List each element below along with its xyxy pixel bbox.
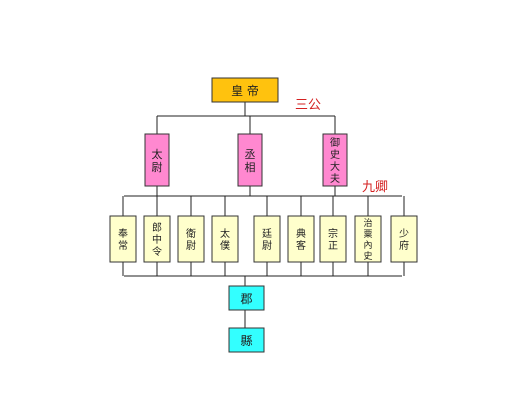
emperor-node: 皇 帝 [211, 77, 279, 103]
three-excellencies-label: 三公 [295, 98, 321, 113]
excellency-label: 丞相 [245, 148, 256, 174]
excellency-label: 太尉 [152, 148, 163, 174]
minister-label: 治粟內史 [363, 217, 372, 262]
excellency-label: 御史大夫 [330, 136, 340, 185]
minister-label: 衛尉 [186, 227, 196, 252]
minister-label: 少府 [399, 228, 409, 252]
minister-label: 宗正 [328, 227, 338, 252]
county-label: 縣 [240, 334, 252, 348]
minister-node: 治粟內史 [354, 215, 382, 263]
minister-label: 太僕 [220, 227, 230, 252]
minister-label: 廷尉 [262, 228, 272, 252]
watermark-text: 悟空问答 [443, 374, 499, 391]
commandery-node: 郡 [228, 285, 265, 311]
watermark: 悟空问答 [417, 353, 499, 391]
minister-node: 衛尉 [177, 215, 205, 263]
connector-minister-rises [122, 262, 405, 276]
excellency-node-yushi-dafu: 御史大夫 [322, 133, 348, 187]
emperor-label: 皇 帝 [231, 83, 259, 98]
chat-bubble-logo-icon [417, 353, 440, 390]
minister-label: 典客 [296, 227, 306, 252]
minister-node: 太僕 [211, 215, 239, 263]
minister-node: 廷尉 [253, 215, 281, 263]
minister-node: 少府 [390, 215, 418, 263]
county-node: 縣 [228, 327, 265, 353]
minister-node: 郎中令 [143, 215, 171, 263]
minister-label: 奉常 [118, 227, 128, 252]
minister-node: 典客 [287, 215, 315, 263]
connector-minister-drops [122, 196, 405, 216]
minister-label: 郎中令 [152, 221, 162, 258]
minister-node: 奉常 [109, 215, 137, 263]
minister-node: 宗正 [319, 215, 347, 263]
connector-lines [122, 102, 405, 328]
nine-ministers-label: 九卿 [362, 180, 388, 195]
three-excellencies-row: 太尉 丞相 御史大夫 [144, 133, 348, 187]
excellency-node-chengxiang: 丞相 [237, 133, 263, 187]
commandery-label: 郡 [240, 292, 252, 306]
excellency-node-taiwei: 太尉 [144, 133, 170, 187]
